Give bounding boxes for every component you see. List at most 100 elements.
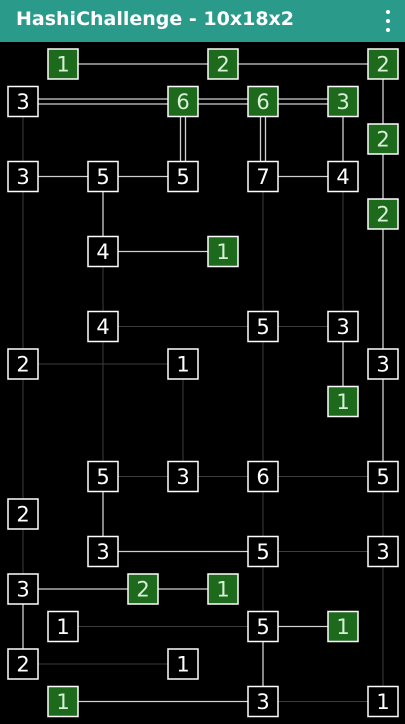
island-i3[interactable]: 2 (367, 48, 399, 80)
island-number: 2 (216, 53, 229, 77)
island-box (167, 85, 199, 118)
island-i12[interactable]: 7 (247, 160, 279, 193)
island-number: 3 (256, 690, 269, 714)
island-box (167, 460, 199, 493)
island-i42[interactable]: 1 (367, 685, 399, 718)
island-box (7, 498, 39, 530)
island-box (47, 610, 79, 643)
island-number: 6 (256, 90, 269, 114)
island-box (327, 385, 359, 418)
island-i24[interactable]: 5 (87, 460, 119, 493)
island-box (327, 85, 359, 118)
island-number: 4 (96, 315, 109, 339)
island-number: 5 (96, 465, 109, 489)
island-box (7, 348, 39, 380)
island-i26[interactable]: 6 (247, 460, 279, 493)
island-i1[interactable]: 1 (47, 48, 79, 80)
island-number: 2 (376, 203, 389, 227)
island-i32[interactable]: 3 (7, 573, 39, 605)
island-box (7, 648, 39, 680)
island-i5[interactable]: 6 (167, 85, 199, 118)
island-i8[interactable]: 2 (367, 123, 399, 155)
island-i10[interactable]: 5 (87, 160, 119, 193)
island-number: 1 (336, 615, 349, 639)
island-i15[interactable]: 4 (87, 235, 119, 268)
island-i11[interactable]: 5 (167, 160, 199, 193)
island-number: 6 (176, 90, 189, 114)
island-box (87, 235, 119, 268)
app-title: HashiChallenge - 10x18x2 (16, 8, 295, 30)
island-box (47, 48, 79, 80)
island-i19[interactable]: 3 (327, 310, 359, 343)
island-box (367, 348, 399, 380)
island-i20[interactable]: 2 (7, 348, 39, 380)
island-i31[interactable]: 3 (367, 535, 399, 568)
island-number: 1 (56, 690, 69, 714)
island-number: 1 (376, 690, 389, 714)
island-i35[interactable]: 1 (47, 610, 79, 643)
island-i16[interactable]: 1 (207, 235, 239, 268)
island-i17[interactable]: 4 (87, 310, 119, 343)
island-box (247, 85, 279, 118)
island-box (247, 610, 279, 643)
island-number: 3 (176, 465, 189, 489)
island-number: 3 (16, 578, 29, 602)
island-number: 5 (96, 165, 109, 189)
island-number: 1 (216, 240, 229, 264)
island-box (247, 460, 279, 493)
island-i37[interactable]: 1 (327, 610, 359, 643)
island-box (47, 685, 79, 718)
island-number: 5 (256, 540, 269, 564)
island-i18[interactable]: 5 (247, 310, 279, 343)
island-i25[interactable]: 3 (167, 460, 199, 493)
island-number: 2 (16, 353, 29, 377)
island-number: 2 (376, 128, 389, 152)
island-i22[interactable]: 3 (367, 348, 399, 380)
island-i34[interactable]: 1 (207, 573, 239, 605)
menu-dot (386, 28, 390, 32)
island-box (367, 123, 399, 155)
island-i23[interactable]: 1 (327, 385, 359, 418)
app-bar: HashiChallenge - 10x18x2 (0, 0, 405, 42)
island-box (7, 160, 39, 193)
bridge-layer (22, 63, 384, 703)
island-number: 3 (376, 540, 389, 564)
island-number: 2 (16, 653, 29, 677)
island-i36[interactable]: 5 (247, 610, 279, 643)
island-i6[interactable]: 6 (247, 85, 279, 118)
island-number: 1 (176, 353, 189, 377)
island-i30[interactable]: 5 (247, 535, 279, 568)
island-i29[interactable]: 3 (87, 535, 119, 568)
island-i21[interactable]: 1 (167, 348, 199, 380)
island-box (247, 535, 279, 568)
island-box (207, 235, 239, 268)
island-i41[interactable]: 3 (247, 685, 279, 718)
island-i38[interactable]: 2 (7, 648, 39, 680)
island-box (367, 460, 399, 493)
island-box (327, 310, 359, 343)
island-box (247, 685, 279, 718)
more-vert-icon[interactable] (385, 10, 391, 32)
island-number: 5 (256, 315, 269, 339)
island-number: 3 (96, 540, 109, 564)
island-i40[interactable]: 1 (47, 685, 79, 718)
island-i2[interactable]: 2 (207, 48, 239, 80)
island-i33[interactable]: 2 (127, 573, 159, 605)
island-i9[interactable]: 3 (7, 160, 39, 193)
island-i28[interactable]: 2 (7, 498, 39, 530)
island-box (87, 310, 119, 343)
island-number: 2 (376, 53, 389, 77)
island-number: 4 (96, 240, 109, 264)
island-number: 3 (376, 353, 389, 377)
island-i39[interactable]: 1 (167, 648, 199, 680)
island-i14[interactable]: 2 (367, 198, 399, 230)
island-i13[interactable]: 4 (327, 160, 359, 193)
island-i27[interactable]: 5 (367, 460, 399, 493)
island-i4[interactable]: 3 (7, 85, 39, 118)
hint-layer (22, 101, 384, 702)
island-i7[interactable]: 3 (327, 85, 359, 118)
island-number: 4 (336, 165, 349, 189)
island-number: 6 (256, 465, 269, 489)
